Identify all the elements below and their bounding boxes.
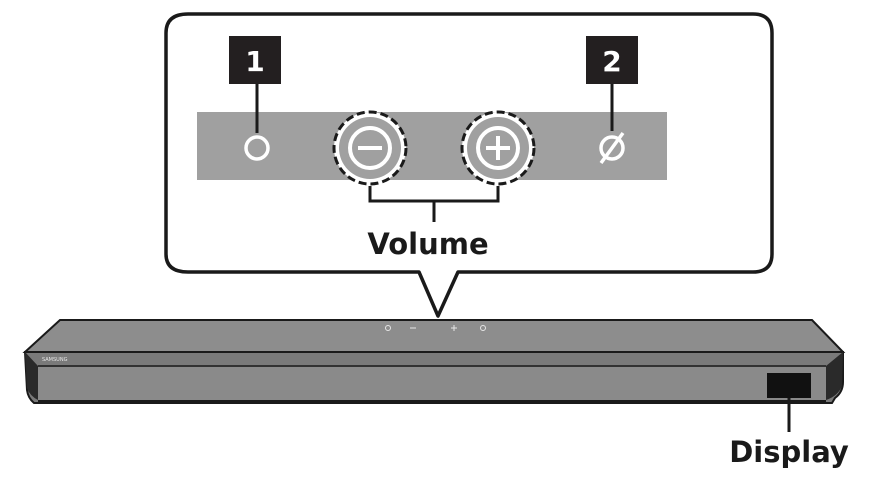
callout-1-number: 1 [245, 45, 264, 78]
source-icon [599, 131, 625, 165]
volume-up-icon [460, 110, 536, 186]
volume-bracket [368, 186, 500, 222]
callout-1-box [229, 36, 281, 84]
display-label: Display [729, 435, 849, 469]
callout-2-number: 2 [602, 45, 621, 78]
callout-2-box [586, 36, 638, 84]
brand-logo: SAMSUNG [42, 357, 68, 363]
volume-down-icon [332, 110, 408, 186]
soundbar [22, 319, 846, 404]
volume-label: Volume [367, 227, 488, 261]
display-window [767, 373, 811, 398]
button-panel [197, 112, 667, 180]
power-icon [244, 135, 270, 161]
top-buttons [385, 325, 486, 331]
